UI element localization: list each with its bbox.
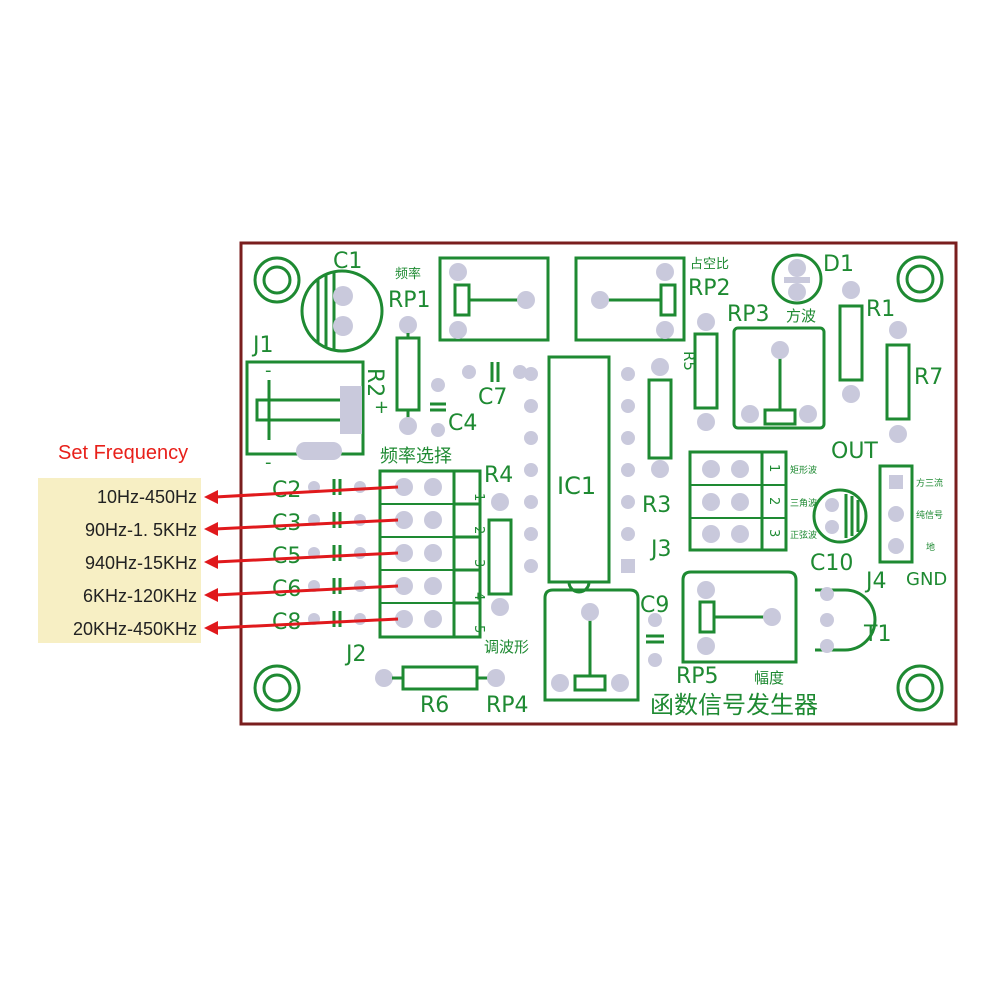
label-j2-note: 频率选择	[380, 446, 452, 467]
frequency-range-3: 940Hz-15KHz	[85, 553, 197, 573]
capacitor-c9	[646, 613, 664, 667]
label-ic1: IC1	[557, 472, 596, 500]
jumper-block-j3	[688, 450, 788, 552]
potentiometer-rp5	[681, 570, 798, 664]
label-rp5-note: 幅度	[754, 669, 784, 687]
board-title: 函数信号发生器	[650, 691, 818, 719]
label-r6: R6	[420, 693, 449, 718]
frequency-label-panel	[38, 478, 201, 643]
frequency-range-list: 10Hz-450Hz 90Hz-1. 5KHz 940Hz-15KHz 6KHz…	[73, 487, 197, 639]
arrow-range-5	[204, 617, 399, 635]
label-rp5: RP5	[676, 664, 719, 689]
resistor-r7	[885, 321, 911, 443]
chip-ic1	[524, 355, 635, 594]
label-j4: J4	[864, 569, 887, 594]
mounting-hole-bottom-right	[896, 664, 944, 712]
frequency-range-1: 10Hz-450Hz	[97, 487, 197, 507]
label-r4: R4	[484, 463, 513, 488]
label-minus-top: -	[265, 360, 272, 381]
j3-note-1: 矩形波	[790, 464, 817, 476]
jumper-number-3: 3	[471, 559, 486, 567]
label-j2: J2	[344, 642, 367, 667]
resistor-r4	[487, 493, 513, 616]
label-out: OUT	[831, 439, 878, 464]
arrow-range-3	[204, 551, 399, 569]
resistor-rp2-series	[693, 313, 719, 431]
label-c7: C7	[478, 385, 507, 410]
mounting-hole-bottom-left	[253, 664, 301, 712]
label-c9: C9	[640, 593, 669, 618]
label-c10: C10	[810, 551, 853, 576]
arrow-range-4	[204, 584, 399, 602]
label-d1: D1	[823, 252, 854, 277]
resistor-r6	[375, 665, 505, 691]
capacitor-c7	[462, 362, 527, 382]
resistor-r5	[647, 358, 673, 478]
label-rp1: RP1	[388, 288, 431, 313]
resistor-r2	[395, 316, 421, 435]
potentiometer-rp1	[438, 256, 550, 342]
label-rp1-note: 频率	[395, 266, 421, 282]
j3-note-2: 三角波	[790, 497, 817, 509]
arrow-range-1	[204, 485, 399, 504]
label-j3: J3	[649, 537, 672, 562]
label-r7: R7	[914, 365, 943, 390]
j3-note-3: 正弦波	[790, 529, 817, 541]
label-j1: J1	[251, 333, 274, 358]
label-rp2: RP2	[688, 276, 731, 301]
label-r1: R1	[866, 297, 895, 322]
label-rp4-note: 调波形	[484, 638, 529, 656]
jumper-number-1: 1	[471, 493, 486, 501]
j3-number-2: 2	[766, 497, 781, 505]
mounting-holes	[253, 255, 944, 712]
transistor-t1	[815, 587, 877, 653]
capacitor-c10	[812, 488, 868, 544]
diode-d1	[771, 253, 823, 305]
potentiometer-rp2	[574, 256, 686, 342]
frequency-arrows	[204, 485, 399, 635]
j3-number-1: 1	[766, 464, 781, 472]
power-jack-j1	[245, 360, 365, 460]
label-minus-bottom: -	[265, 452, 272, 473]
jumper-number-2: 2	[471, 526, 486, 534]
jumper-j3-pads	[702, 460, 749, 543]
jumper-number-5: 5	[471, 625, 486, 633]
j4-note-2: 纯信号	[916, 509, 943, 521]
frequency-range-2: 90Hz-1. 5KHz	[85, 520, 197, 540]
resistor-r1	[838, 281, 864, 403]
capacitor-c1	[300, 269, 384, 353]
jumper-number-4: 4	[471, 592, 486, 600]
cap-label-c2: C2	[272, 478, 301, 503]
connector-j4	[878, 464, 914, 564]
cap-row-c2: C2	[272, 478, 366, 503]
j4-note-1: 方三流	[916, 477, 943, 489]
mounting-hole-top-right	[896, 255, 944, 303]
potentiometer-rp3	[732, 326, 826, 430]
label-gnd: GND	[906, 569, 947, 590]
label-rp4: RP4	[486, 693, 529, 718]
label-rp3-note: 方波	[786, 307, 816, 325]
label-r2: R2	[362, 368, 387, 397]
label-plus: +	[374, 397, 389, 418]
label-r3: R3	[642, 493, 671, 518]
frequency-range-5: 20KHz-450KHz	[73, 619, 197, 639]
j3-number-3: 3	[766, 529, 781, 537]
cap-row-c5: C5	[272, 544, 366, 569]
label-c4: C4	[448, 411, 477, 436]
label-rp3: RP3	[727, 302, 770, 327]
label-c1: C1	[333, 249, 362, 274]
capacitor-c4	[430, 378, 446, 437]
set-frequency-title: Set Frequency	[58, 442, 188, 464]
label-t1: T1	[863, 622, 891, 647]
label-rp2-note: 占空比	[690, 257, 729, 272]
frequency-range-4: 6KHz-120KHz	[83, 586, 197, 606]
j4-note-3: 地	[926, 541, 935, 553]
arrow-range-2	[204, 518, 399, 536]
potentiometer-rp4	[543, 588, 640, 702]
jumper-j2-pads	[395, 478, 442, 628]
mounting-hole-top-left	[253, 256, 301, 304]
